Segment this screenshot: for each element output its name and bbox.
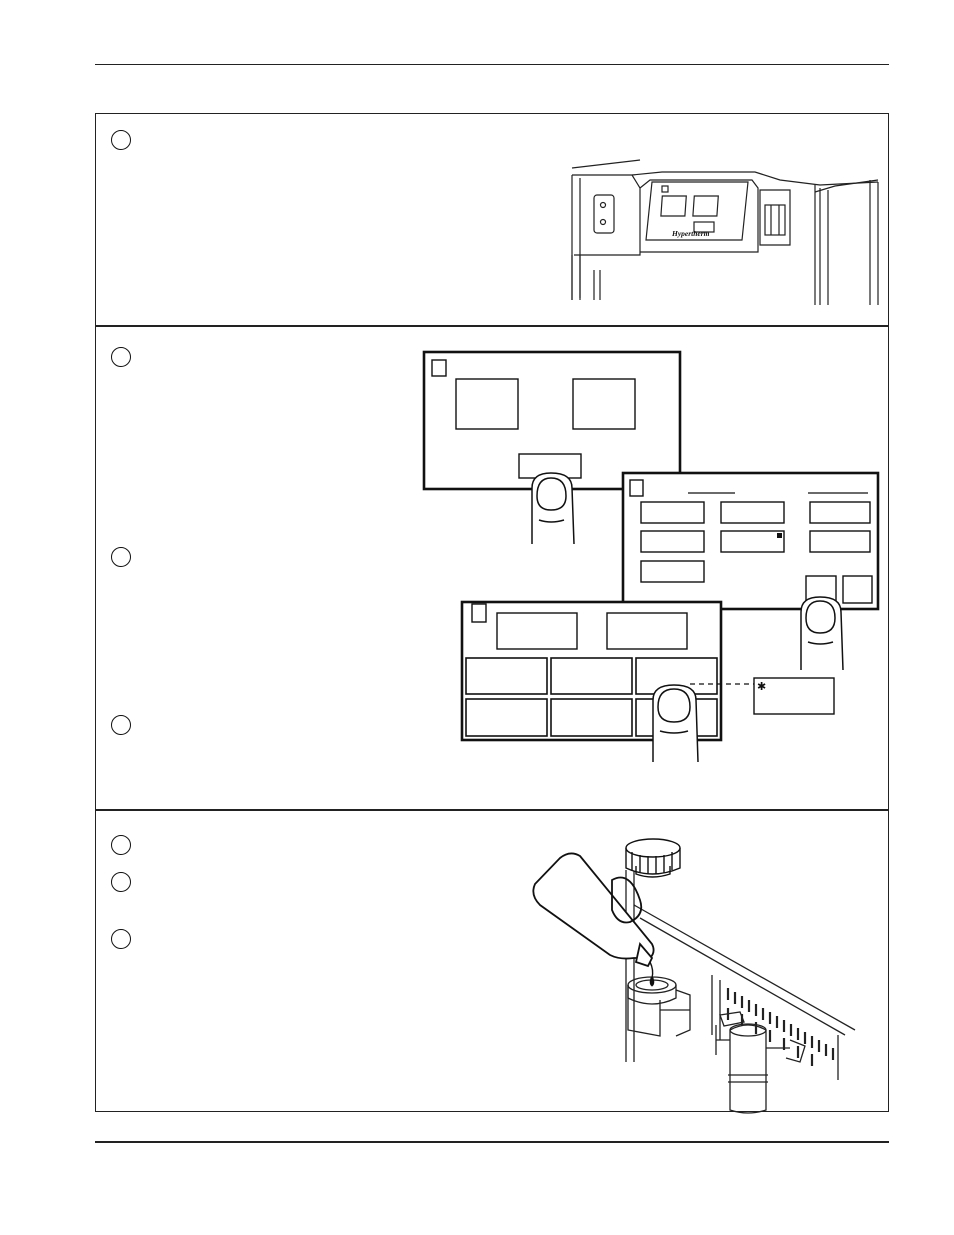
step-marker-7: [111, 929, 131, 949]
step-marker-4: [111, 715, 131, 735]
coolant-bottle-icon: [532, 852, 655, 987]
touchscreen-settings-screen: [621, 471, 880, 611]
finger-press-icon: [652, 684, 699, 763]
step-marker-6: [111, 872, 131, 892]
section-divider-2: [95, 809, 889, 811]
procedure-frame: [95, 113, 889, 1112]
finger-press-icon: [800, 596, 844, 671]
step-marker-5: [111, 835, 131, 855]
header-rule: [95, 64, 889, 65]
finger-press-icon: [531, 472, 575, 545]
step-marker-2: [111, 347, 131, 367]
step-marker-1: [111, 130, 131, 150]
section-divider-1: [95, 325, 889, 327]
svg-text:✱: ✱: [757, 681, 766, 693]
coolant-reservoir-cap-icon: [625, 838, 681, 878]
coolant-reservoir-illustration: [625, 870, 856, 1114]
step-marker-3: [111, 547, 131, 567]
footer-rule: [95, 1141, 889, 1143]
keypad-callout: ✱: [690, 677, 835, 715]
power-supply-front-illustration: [571, 159, 879, 305]
touchscreen-main-screen: [422, 350, 682, 491]
console-logo: Hypertherm: [671, 229, 710, 238]
